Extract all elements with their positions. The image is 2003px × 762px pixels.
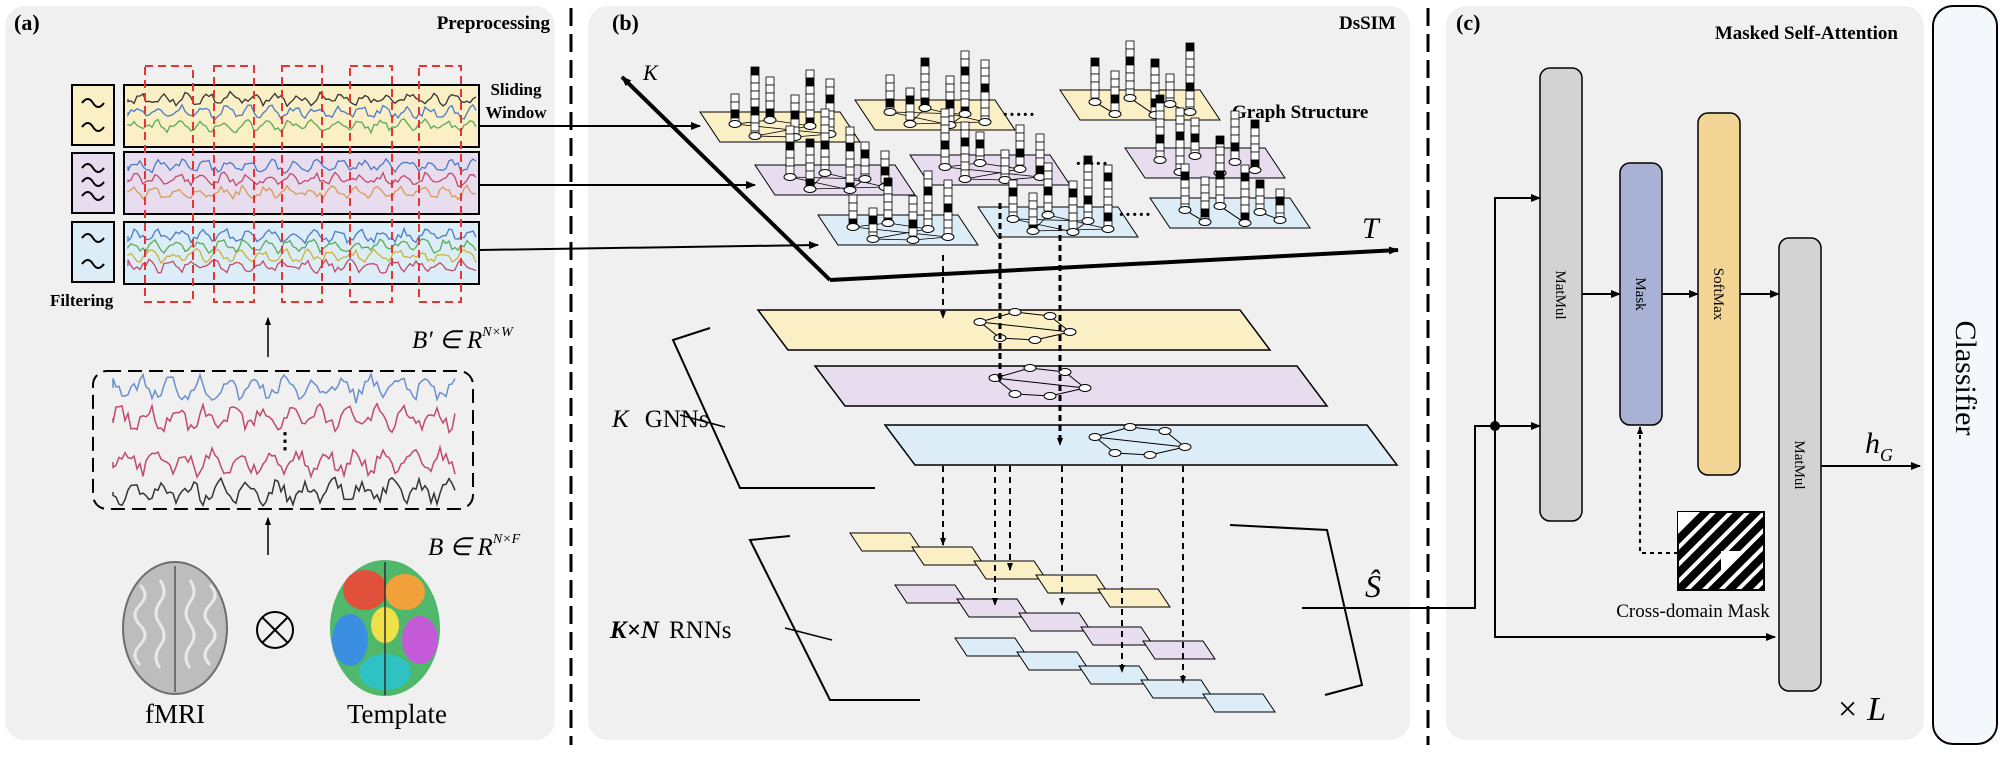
- axis-k: [620, 75, 832, 282]
- template-atlas-image: [330, 560, 440, 696]
- band-signal-trace: [127, 184, 477, 201]
- s-hat-connection: [1302, 425, 1495, 609]
- band-signal-trace: [127, 171, 477, 188]
- panel-a-tag: (a): [14, 10, 40, 35]
- graph-tiles: [699, 40, 1311, 246]
- graph-tile: [909, 108, 1071, 186]
- panel-c-background: [1446, 6, 1924, 740]
- panel-b-tag: (b): [612, 10, 639, 35]
- raw-signal-box: [92, 370, 474, 510]
- band-signal-trace: [127, 238, 477, 255]
- band-signal-trace: [127, 103, 477, 121]
- dashed-flows: [940, 203, 1186, 684]
- arrow-to-matmul2: [1494, 426, 1776, 641]
- matmul2-block: [1778, 237, 1822, 692]
- band-signals: [127, 90, 477, 275]
- times-l-label: ×L: [1838, 691, 1886, 728]
- softmax-label: SoftMax: [1710, 268, 1726, 321]
- gnn-graph: [1088, 423, 1192, 459]
- arrow-mask-input: [1637, 426, 1678, 554]
- sliding-window-label-1: Sliding: [490, 80, 542, 99]
- fmri-brain-image: [122, 561, 228, 695]
- sliding-window-label-2: Window: [485, 103, 547, 122]
- rnn-bracket: [748, 535, 920, 701]
- dots-row-1: ·····: [1002, 104, 1035, 126]
- dots-row-3: ·····: [1118, 204, 1151, 226]
- band-signal-trace: [127, 257, 477, 275]
- graph-tile: [1149, 146, 1311, 229]
- b-label: B ∈ RN×F: [428, 532, 521, 561]
- arrow-to-matmul1-upper: [1494, 194, 1541, 426]
- band-signal-trace: [127, 226, 477, 245]
- band-signal-trace: [127, 90, 477, 108]
- filtering-label: Filtering: [50, 291, 114, 310]
- band-signal-trace: [127, 247, 477, 265]
- axis-t-label: T: [1362, 212, 1381, 245]
- arrow-band3-to-graph: [478, 241, 819, 251]
- h-g-label: hG: [1865, 427, 1893, 465]
- band-signal-trace: [127, 157, 477, 175]
- cross-domain-mask-label: Cross-domain Mask: [1616, 601, 1770, 622]
- graph-tile: [977, 155, 1139, 238]
- sliding-windows: [144, 65, 462, 303]
- gnn-bracket: [671, 327, 875, 489]
- panel-b-title: DsSIM: [1339, 13, 1396, 34]
- matmul2-label: MatMul: [1791, 440, 1807, 489]
- raw-signals: [112, 371, 456, 508]
- graph-tile: [699, 66, 861, 143]
- band-signal-trace: [127, 117, 477, 135]
- cross-domain-mask-icon: [1677, 511, 1765, 591]
- fmri-label: fMRI: [145, 699, 205, 729]
- s-hat-label: Ŝ: [1365, 568, 1381, 604]
- axis-t: [829, 246, 1399, 282]
- gnn-graph: [988, 364, 1092, 400]
- template-label: Template: [347, 699, 447, 729]
- mask-label: Mask: [1632, 277, 1648, 311]
- graph-tile: [754, 108, 916, 196]
- filter-icon-2: [71, 152, 115, 214]
- rnn-strip: [849, 532, 1171, 608]
- raw-signal-trace: [112, 476, 456, 508]
- rnn-strip: [954, 637, 1276, 713]
- gnn-bracket-pointer: [679, 414, 726, 428]
- rnn-bracket-pointer: [784, 627, 833, 641]
- dots-row-2: ·····: [1075, 153, 1108, 175]
- panel-a-title: Preprocessing: [437, 13, 551, 34]
- raw-signal-trace: [112, 444, 456, 479]
- rnn-strip: [894, 584, 1216, 660]
- raw-signal-trace: [112, 371, 456, 404]
- rnn-strips: [849, 532, 1276, 713]
- graph-tile: [817, 170, 979, 246]
- panel-c-tag: (c): [1456, 10, 1480, 35]
- b-prime-label: B′ ∈ RN×W: [412, 325, 514, 354]
- classifier-block: [1932, 5, 1998, 745]
- panel-c-title: Masked Self-Attention: [1715, 23, 1899, 44]
- filter-icon-1: [71, 84, 115, 146]
- band-box-blue: [123, 221, 480, 285]
- otimes-symbol: [256, 611, 294, 649]
- filter-icon-3: [71, 221, 115, 283]
- classifier-label: Classifier: [1949, 321, 1982, 436]
- graph-structure-label: Graph Structure: [1232, 102, 1368, 123]
- matmul1-label: MatMul: [1552, 270, 1568, 319]
- raw-signal-trace: [112, 402, 456, 435]
- gnn-graphs: [973, 308, 1192, 459]
- graph-tile: [854, 50, 1016, 131]
- axis-k-label: K: [642, 60, 659, 85]
- raw-ellipsis: ⋮: [274, 428, 296, 453]
